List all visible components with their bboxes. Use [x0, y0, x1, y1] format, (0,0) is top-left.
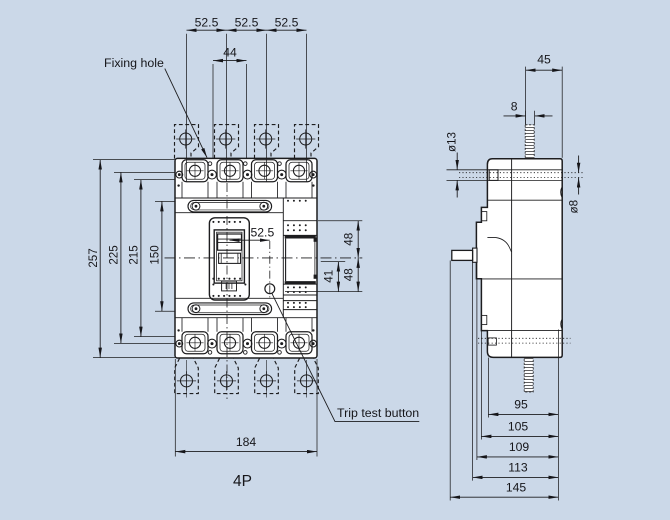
bottom-terminal-tabs: [174, 358, 319, 395]
trip-test-leader: [271, 293, 420, 423]
front-view: [164, 124, 363, 399]
dim-accessory-upper: 48: [343, 233, 356, 246]
bottom-tab-holes: [176, 360, 317, 398]
dim-terminal-depth: 45: [537, 52, 551, 66]
dim-accessory-lower: 48: [343, 268, 356, 281]
trip-test-button-label: Trip test button: [337, 406, 419, 420]
terminal-stud-bottom: [523, 356, 534, 393]
bottom-terminal-row: [175, 317, 318, 355]
fixing-holes-bottom: [207, 350, 282, 355]
dim-pole-pitch-1: 52.5: [195, 15, 219, 29]
dim-depth-113: 113: [508, 461, 528, 475]
side-dimension-texts: 45 8 ø13 ø8 95 105 109 113 145: [446, 52, 581, 494]
fixing-hole-leader: [164, 68, 208, 158]
front-dimensions: [93, 28, 420, 457]
dim-stud-dia: ø8: [567, 200, 580, 214]
side-dimensions: [449, 66, 581, 501]
dim-stud-width: 8: [511, 100, 518, 114]
breaker-body-side: [475, 158, 563, 359]
dim-overall-height: 257: [87, 248, 100, 267]
handle-escutcheon: [208, 217, 250, 301]
dim-mounting-height: 225: [108, 245, 121, 264]
vent-slot-bottom: [187, 302, 273, 316]
top-terminal-row: [175, 159, 318, 198]
vent-slot-top: [187, 199, 273, 213]
centerlines: [164, 183, 363, 399]
body-section-lines: [175, 197, 317, 319]
accessory-section: [283, 199, 318, 311]
front-dimension-texts: 52.5 52.5 52.5 44 257 225 215 150 52.5 4…: [87, 15, 419, 490]
dim-depth-109: 109: [509, 440, 530, 454]
dim-handle-to-trip: 52.5: [251, 226, 275, 240]
terminal-stud-top: [524, 124, 535, 160]
front-view-caption: 4P: [233, 473, 252, 490]
dim-terminal-width: 44: [223, 46, 237, 60]
accessory-window: [284, 235, 318, 285]
dim-pole-pitch-2: 52.5: [235, 15, 259, 29]
pole-screws-bottom: [175, 338, 318, 349]
dim-depth-105: 105: [508, 420, 529, 434]
side-handle[interactable]: [451, 247, 478, 263]
side-internal-lines: [480, 158, 563, 358]
dim-pole-pitch-3: 52.5: [275, 15, 299, 29]
side-view: [446, 124, 583, 393]
dim-overall-width: 184: [236, 435, 257, 449]
dim-depth-95: 95: [514, 398, 528, 412]
fixing-holes-top: [207, 161, 282, 166]
pole-screws-top: [175, 169, 318, 180]
top-tab-holes: [176, 129, 316, 149]
terminal-axes: [446, 169, 583, 344]
dim-depth-145: 145: [506, 480, 527, 494]
top-terminal-tabs: [173, 124, 320, 159]
fixing-hole-label: Fixing hole: [104, 56, 164, 70]
dim-inner-height: 215: [128, 245, 141, 264]
dim-terminal-hole-dia: ø13: [446, 132, 459, 152]
trip-recess: [221, 280, 237, 292]
dim-cover-height: 150: [149, 245, 162, 264]
dim-trip-offset: 41: [323, 270, 336, 283]
